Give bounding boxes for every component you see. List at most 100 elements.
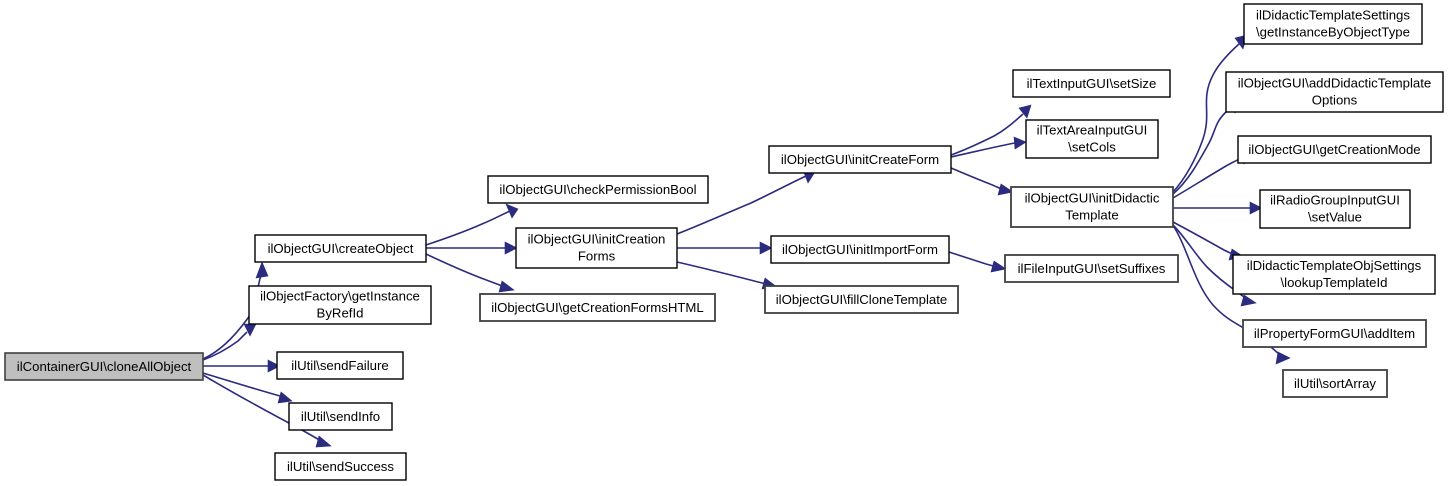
- node-box[interactable]: [770, 235, 950, 264]
- edge-initDidacticTemplate-to-sortArray: [1173, 226, 1291, 365]
- node-box[interactable]: [1004, 254, 1179, 283]
- node-label-line1: ilObjectGUI\createObject: [268, 241, 414, 256]
- node-label-line1: ilObjectGUI\initImportForm: [782, 242, 938, 257]
- graph-node-setSize[interactable]: ilTextInputGUI\setSize: [1012, 69, 1171, 98]
- node-box[interactable]: [1225, 71, 1444, 113]
- node-label-line2: Template: [1065, 207, 1119, 222]
- arrowhead-icon: [997, 183, 1014, 196]
- node-label-line1: ilObjectGUI\addDidacticTemplate: [1238, 75, 1432, 90]
- graph-node-lookupTemplateId[interactable]: ilDidacticTemplateObjSettings \lookupTemp…: [1232, 254, 1436, 295]
- edge-line: [676, 261, 769, 285]
- edge-line: [950, 167, 1005, 191]
- edge-line: [1172, 221, 1235, 256]
- node-box[interactable]: [487, 175, 709, 204]
- node-label-line1: ilUtil\sendFailure: [291, 358, 388, 373]
- arrowhead-icon: [759, 241, 773, 255]
- node-label-line1: ilObjectGUI\checkPermissionBool: [499, 182, 696, 197]
- arrowhead-icon: [505, 203, 519, 219]
- node-label-line2: Options: [1312, 92, 1358, 107]
- arrowhead-icon: [1240, 294, 1257, 307]
- node-label-line1: ilFileInputGUI\setSuffixes: [1018, 261, 1166, 276]
- edge-line: [202, 372, 286, 399]
- graph-node-initCreateForm[interactable]: ilObjectGUI\initCreateForm: [768, 145, 952, 174]
- graph-node-setValue[interactable]: ilRadioGroupInputGUI\setValue: [1259, 189, 1411, 229]
- arrowhead-icon: [1013, 136, 1027, 150]
- node-box[interactable]: [479, 293, 716, 322]
- node-label-line1: ilDidacticTemplateSettings: [1256, 7, 1410, 22]
- node-box[interactable]: [768, 145, 952, 174]
- node-box[interactable]: [1012, 69, 1171, 98]
- graph-node-addItem[interactable]: ilPropertyFormGUI\addItem: [1242, 319, 1427, 348]
- node-label-line1: ilTextInputGUI\setSize: [1027, 76, 1157, 91]
- graph-node-sendInfo[interactable]: ilUtil\sendInfo: [288, 402, 393, 431]
- graph-node-initImportForm[interactable]: ilObjectGUI\initImportForm: [770, 235, 950, 264]
- edge-initCreateForm-to-initDidacticTemplate: [950, 167, 1014, 196]
- edge-line: [1173, 226, 1283, 358]
- node-box[interactable]: [288, 402, 393, 431]
- node-box[interactable]: [1237, 135, 1432, 164]
- graph-node-sendSuccess[interactable]: ilUtil\sendSuccess: [274, 452, 407, 481]
- graph-node-createObject[interactable]: ilObjectGUI\createObject: [254, 234, 427, 263]
- edge-line: [1172, 43, 1240, 193]
- edge-initCreateForm-to-setCols: [950, 136, 1027, 158]
- graph-node-fillCloneTemplate[interactable]: ilObjectGUI\fillCloneTemplate: [764, 285, 959, 314]
- node-box[interactable]: [515, 227, 678, 269]
- node-label-line2: \lookupTemplateId: [1280, 275, 1387, 290]
- node-box[interactable]: [274, 452, 407, 481]
- graph-node-getInstanceByObjectType[interactable]: ilDidacticTemplateSettings\getInstanceBy…: [1243, 3, 1423, 45]
- arrowhead-icon: [255, 261, 269, 279]
- node-box[interactable]: [1025, 119, 1159, 159]
- edge-createObject-to-checkPermissionBool: [425, 203, 519, 246]
- edge-initDidacticTemplate-to-setValue: [1173, 201, 1263, 215]
- node-box[interactable]: [4, 352, 204, 381]
- graph-node-setSuffixes[interactable]: ilFileInputGUI\setSuffixes: [1004, 254, 1179, 283]
- arrowhead-icon: [277, 391, 293, 404]
- node-label-line1: ilObjectGUI\getCreationMode: [1248, 142, 1420, 157]
- node-label-line1: ilUtil\sendSuccess: [287, 459, 394, 474]
- edge-createObject-to-getCreationFormsHTML: [425, 253, 515, 293]
- node-label-line1: ilObjectFactory\getInstance: [260, 288, 420, 303]
- node-label-line2: ByRefId: [317, 305, 364, 320]
- node-box[interactable]: [1282, 369, 1388, 398]
- node-label-line1: ilUtil\sendInfo: [301, 409, 380, 424]
- graph-node-sendFailure[interactable]: ilUtil\sendFailure: [276, 351, 404, 380]
- edge-initCreationForms-to-fillCloneTemplate: [676, 261, 778, 290]
- node-label-line1: ilObjectGUI\initCreateForm: [781, 152, 939, 167]
- node-box[interactable]: [1232, 254, 1436, 295]
- graph-node-sortArray[interactable]: ilUtil\sortArray: [1282, 369, 1388, 398]
- graph-node-getCreationMode[interactable]: ilObjectGUI\getCreationMode: [1237, 135, 1432, 164]
- node-box[interactable]: [764, 285, 959, 314]
- arrowhead-icon: [315, 435, 332, 448]
- edge-line: [948, 251, 998, 268]
- arrowhead-icon: [498, 280, 515, 293]
- edge-line: [425, 253, 506, 288]
- node-label-line1: ilDidacticTemplateObjSettings: [1247, 258, 1422, 273]
- node-box[interactable]: [248, 285, 432, 325]
- node-label-line1: ilContainerGUI\cloneAllObject: [17, 359, 192, 374]
- edge-initCreateForm-to-setSize: [950, 104, 1032, 156]
- node-box[interactable]: [1259, 189, 1411, 229]
- node-box[interactable]: [254, 234, 427, 263]
- edge-initDidacticTemplate-to-addItem: [1172, 224, 1257, 307]
- edge-cloneAllObject-to-sendFailure: [203, 359, 281, 373]
- node-box[interactable]: [1010, 186, 1174, 228]
- node-label-line1: ilObjectGUI\initCreation: [528, 231, 666, 246]
- arrowhead-icon: [267, 359, 281, 373]
- graph-node-getCreationFormsHTML[interactable]: ilObjectGUI\getCreationFormsHTML: [479, 293, 716, 322]
- edge-line: [202, 331, 248, 361]
- node-label-line1: ilObjectGUI\getCreationFormsHTML: [491, 300, 704, 315]
- edge-line: [425, 210, 511, 246]
- node-box[interactable]: [1242, 319, 1427, 348]
- graph-node-setCols[interactable]: ilTextAreaInputGUI\setCols: [1025, 119, 1159, 159]
- node-box[interactable]: [1243, 3, 1423, 45]
- node-box[interactable]: [276, 351, 404, 380]
- graph-node-cloneAllObject[interactable]: ilContainerGUI\cloneAllObject: [4, 352, 204, 381]
- graph-node-checkPermissionBool[interactable]: ilObjectGUI\checkPermissionBool: [487, 175, 709, 204]
- node-label-line2: \setCols: [1068, 139, 1116, 154]
